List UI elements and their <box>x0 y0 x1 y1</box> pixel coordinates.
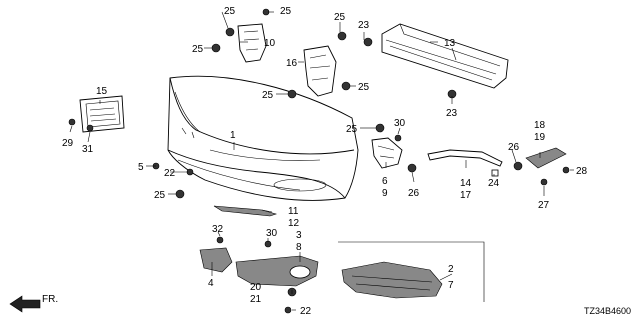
callout-1[interactable]: 1 <box>230 130 236 141</box>
callout-32[interactable]: 32 <box>212 224 224 235</box>
callout-12[interactable]: 12 <box>288 218 300 229</box>
callout-3[interactable]: 3 <box>296 230 302 241</box>
callout-20[interactable]: 20 <box>250 282 262 293</box>
callout-25h[interactable]: 25 <box>154 190 166 201</box>
center-lower-grille[interactable] <box>235 255 319 287</box>
license-plate-bracket[interactable] <box>79 95 125 133</box>
callout-10[interactable]: 10 <box>264 38 276 49</box>
callout-16[interactable]: 16 <box>286 58 298 69</box>
callout-22b[interactable]: 22 <box>300 306 312 317</box>
callout-22a[interactable]: 22 <box>164 168 176 179</box>
callout-14[interactable]: 14 <box>460 178 472 189</box>
lower-strip[interactable] <box>213 205 278 217</box>
callout-25g[interactable]: 25 <box>346 124 358 135</box>
callout-13[interactable]: 13 <box>444 38 456 49</box>
callout-5[interactable]: 5 <box>138 162 144 173</box>
callout-25d[interactable]: 25 <box>262 90 274 101</box>
callout-28[interactable]: 28 <box>576 166 588 177</box>
side-spacer[interactable] <box>427 149 503 167</box>
callout-2[interactable]: 2 <box>448 264 454 275</box>
callout-25f[interactable]: 25 <box>358 82 370 93</box>
callout-27[interactable]: 27 <box>538 200 550 211</box>
callout-8[interactable]: 8 <box>296 242 302 253</box>
stay-bracket[interactable] <box>371 137 403 169</box>
bracket-upper[interactable] <box>237 23 267 63</box>
callout-24[interactable]: 24 <box>488 178 500 189</box>
callout-17[interactable]: 17 <box>460 190 472 201</box>
callout-25c[interactable]: 25 <box>192 44 204 55</box>
front-bumper-face[interactable] <box>167 75 359 201</box>
callout-23a[interactable]: 23 <box>358 20 370 31</box>
leader-lines <box>69 11 574 311</box>
inset-box <box>338 241 485 302</box>
callout-labels: 1 2 3 4 5 6 7 8 9 10 11 12 13 14 15 16 1… <box>62 6 588 317</box>
callout-26b[interactable]: 26 <box>508 142 520 153</box>
callout-31[interactable]: 31 <box>82 144 94 155</box>
forward-direction-arrow: FR. <box>9 294 58 313</box>
callout-23b[interactable]: 23 <box>446 108 458 119</box>
callout-6[interactable]: 6 <box>382 176 388 187</box>
callout-30b[interactable]: 30 <box>266 228 278 239</box>
callout-25e[interactable]: 25 <box>334 12 346 23</box>
lower-grille-right[interactable] <box>341 261 443 299</box>
callout-25a[interactable]: 25 <box>224 6 236 17</box>
direction-label: FR. <box>42 294 58 305</box>
bumper-beam[interactable] <box>381 23 509 89</box>
callout-11[interactable]: 11 <box>288 206 299 217</box>
fasteners <box>68 8 570 314</box>
lower-grille-left[interactable] <box>199 247 233 273</box>
callout-29[interactable]: 29 <box>62 138 74 149</box>
side-grille[interactable] <box>525 147 567 169</box>
callout-9[interactable]: 9 <box>382 188 388 199</box>
callout-30a[interactable]: 30 <box>394 118 406 129</box>
callout-7[interactable]: 7 <box>448 280 454 291</box>
callout-26a[interactable]: 26 <box>408 188 420 199</box>
callout-18[interactable]: 18 <box>534 120 546 131</box>
callout-4[interactable]: 4 <box>208 278 214 289</box>
callout-25b[interactable]: 25 <box>280 6 292 17</box>
diagram-code: TZ34B4600 <box>584 306 631 316</box>
callout-15[interactable]: 15 <box>96 86 108 97</box>
callout-21[interactable]: 21 <box>250 294 262 305</box>
callout-19[interactable]: 19 <box>534 132 546 143</box>
bracket-side[interactable] <box>303 45 337 97</box>
